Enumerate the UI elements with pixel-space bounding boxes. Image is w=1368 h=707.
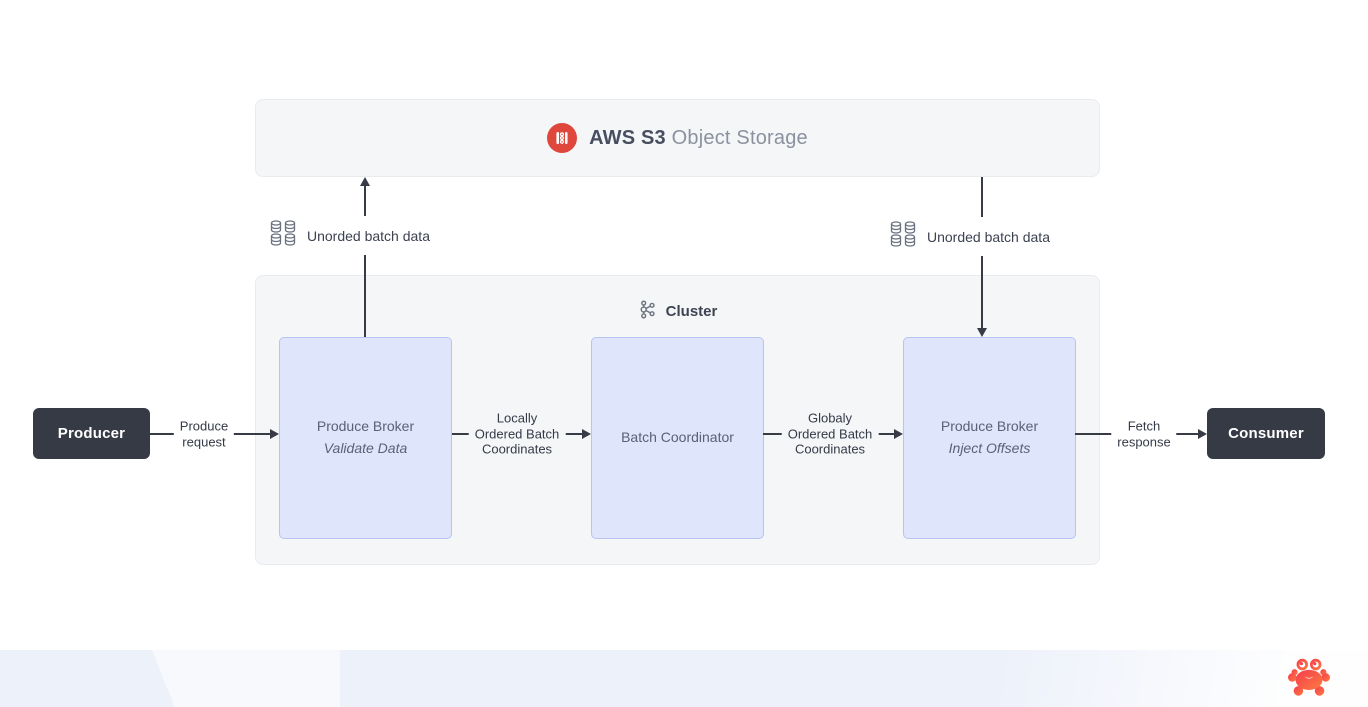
node-producer: Producer bbox=[33, 408, 150, 459]
crab-logo-icon bbox=[1286, 655, 1332, 704]
s3-bucket-icon bbox=[547, 123, 578, 153]
edge-broker-to-s3 bbox=[364, 186, 366, 337]
label-locally-ordered: Locally Ordered Batch Coordinates bbox=[468, 407, 566, 461]
label-globally-ordered: Globaly Ordered Batch Coordinates bbox=[781, 407, 879, 461]
node-produce-broker-inject: Produce Broker Inject Offsets bbox=[903, 337, 1076, 539]
arrowhead-up-icon bbox=[360, 177, 370, 186]
cluster-header: Cluster bbox=[255, 300, 1100, 323]
s3-title-bold: AWS S3 bbox=[589, 126, 666, 149]
arrowhead-right-icon bbox=[1198, 429, 1207, 439]
kafka-cluster-icon bbox=[638, 300, 657, 323]
s3-title-light: Object Storage bbox=[671, 126, 808, 149]
footer-wedge-shape bbox=[152, 650, 340, 707]
arrowhead-right-icon bbox=[270, 429, 279, 439]
footer-band bbox=[0, 650, 1368, 707]
label-text: Unorded batch data bbox=[307, 227, 430, 244]
node-subtitle: Inject Offsets bbox=[948, 440, 1031, 456]
database-grid-icon bbox=[890, 221, 917, 252]
node-consumer: Consumer bbox=[1207, 408, 1325, 459]
s3-storage-panel: AWS S3 Object Storage bbox=[255, 99, 1100, 177]
label-unordered-batch-right: Unorded batch data bbox=[882, 217, 1058, 256]
node-title: Produce Broker bbox=[940, 418, 1039, 435]
database-grid-icon bbox=[270, 220, 297, 251]
node-subtitle: Validate Data bbox=[323, 440, 408, 456]
node-produce-broker-validate: Produce Broker Validate Data bbox=[279, 337, 452, 539]
node-title: Batch Coordinator bbox=[621, 429, 734, 446]
arrowhead-right-icon bbox=[894, 429, 903, 439]
label-produce-request: Produce request bbox=[173, 415, 235, 453]
cluster-title: Cluster bbox=[665, 303, 718, 320]
node-batch-coordinator: Batch Coordinator bbox=[591, 337, 764, 539]
s3-panel-title: AWS S3 Object Storage bbox=[589, 127, 808, 150]
label-unordered-batch-left: Unorded batch data bbox=[262, 216, 438, 255]
label-text: Unorded batch data bbox=[927, 228, 1050, 245]
arrowhead-right-icon bbox=[582, 429, 591, 439]
arrowhead-down-icon bbox=[977, 328, 987, 337]
node-title: Produce Broker bbox=[316, 418, 415, 435]
label-fetch-response: Fetch response bbox=[1111, 415, 1177, 453]
